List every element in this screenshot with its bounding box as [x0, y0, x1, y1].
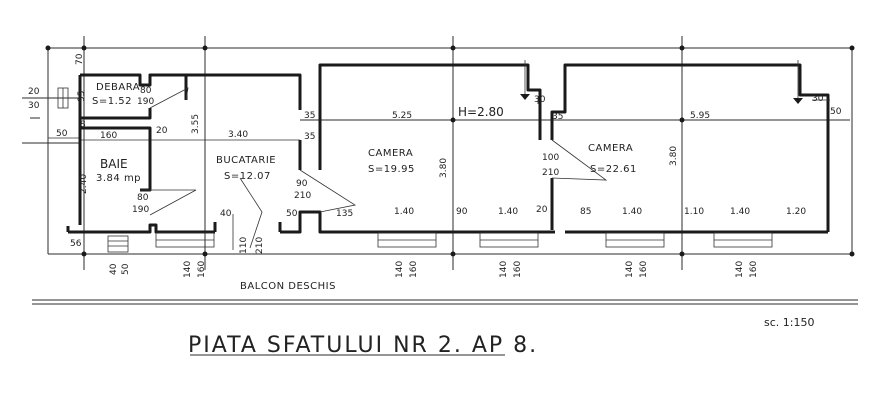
windows — [57, 87, 773, 253]
dim-label: 35 — [304, 132, 315, 142]
dim-label: 35 — [304, 111, 315, 121]
dim-label: 40 — [109, 263, 119, 275]
dim-label: 190 — [132, 205, 149, 215]
height-label: H=2.80 — [458, 105, 504, 119]
dimension-frame — [22, 36, 853, 270]
dimension-labels: 20 30 70 95 8 50 160 20 3.40 3.55 2.40 8… — [28, 53, 842, 278]
dim-label: 85 — [580, 207, 591, 217]
dim-label: 2.40 — [79, 174, 89, 194]
dim-label: 50 — [121, 263, 131, 275]
room-area-camera-1: S=19.95 — [368, 164, 415, 175]
dim-label: 70 — [75, 53, 85, 65]
room-name-camera-1: CAMERA — [368, 148, 413, 159]
dim-label: 1.40 — [394, 207, 414, 217]
dim-label: 50 — [56, 129, 68, 139]
dim-label: 50 — [286, 209, 298, 219]
dim-label: 5.95 — [690, 111, 710, 121]
separator — [32, 299, 858, 356]
walls — [66, 63, 830, 234]
dim-label: 160 — [749, 261, 759, 278]
dim-label: 3.40 — [228, 130, 248, 140]
markers — [45, 45, 855, 257]
dim-label: 35 — [552, 112, 563, 122]
dim-label: 1.40 — [498, 207, 518, 217]
dim-label: 135 — [336, 209, 353, 219]
plan-title: PIATA SFATULUI NR 2. AP 8. — [188, 333, 538, 358]
dim-label: 160 — [100, 131, 117, 141]
dim-label: 3.80 — [439, 158, 449, 178]
dim-label: 140 — [395, 261, 405, 278]
dim-label: 140 — [499, 261, 509, 278]
dim-label: 160 — [639, 261, 649, 278]
door-swings — [140, 87, 608, 250]
dim-label: 140 — [625, 261, 635, 278]
dim-label: 56 — [70, 239, 82, 249]
dim-label: 210 — [542, 168, 559, 178]
dim-label: 30 — [534, 95, 546, 105]
dim-label: 140 — [735, 261, 745, 278]
room-area-bucatarie: S=12.07 — [224, 171, 271, 182]
balcony-label: BALCON DESCHIS — [240, 281, 336, 292]
room-area-camera-2: S=22.61 — [590, 164, 637, 175]
dim-label: 110 — [239, 237, 249, 254]
dim-label: 20 — [156, 126, 168, 136]
dim-label: 1.20 — [786, 207, 806, 217]
dim-label: 210 — [255, 237, 265, 254]
dim-label: 80 — [137, 193, 149, 203]
room-name-camera-2: CAMERA — [588, 143, 633, 154]
dim-label: 30 — [28, 101, 40, 111]
room-name-bucatarie: BUCATARIE — [216, 155, 276, 166]
dim-label: 80 — [140, 86, 152, 96]
dim-label: 50 — [830, 107, 842, 117]
dim-label: 3.55 — [191, 114, 201, 134]
dim-label: 30 — [812, 94, 824, 104]
dim-label: 20 — [28, 87, 40, 97]
dim-label: 90 — [456, 207, 468, 217]
room-labels: DEBARA S=1.52 BAIE 3.84 mp BUCATARIE S=1… — [92, 82, 637, 292]
dim-label: 190 — [137, 97, 154, 107]
dim-label: 160 — [197, 261, 207, 278]
scale-label: sc. 1:150 — [764, 316, 814, 329]
dim-label: 1.40 — [622, 207, 642, 217]
dim-label: 5.25 — [392, 111, 412, 121]
dim-label: 90 — [296, 179, 308, 189]
dim-label: 40 — [220, 209, 232, 219]
dim-label: 3.80 — [669, 146, 679, 166]
dim-label: 8 — [80, 120, 86, 130]
dim-label: 95 — [77, 91, 87, 102]
dim-label: 160 — [513, 261, 523, 278]
room-area-baie: 3.84 mp — [96, 173, 141, 184]
room-name-debara: DEBARA — [96, 82, 140, 93]
dim-label: 20 — [536, 205, 548, 215]
dim-label: 210 — [294, 191, 311, 201]
room-name-baie: BAIE — [100, 157, 128, 171]
dim-label: 1.40 — [730, 207, 750, 217]
room-area-debara: S=1.52 — [92, 96, 132, 107]
dim-label: 140 — [183, 261, 193, 278]
dim-label: 160 — [409, 261, 419, 278]
dim-label: 1.10 — [684, 207, 704, 217]
dim-label: 100 — [542, 153, 559, 163]
